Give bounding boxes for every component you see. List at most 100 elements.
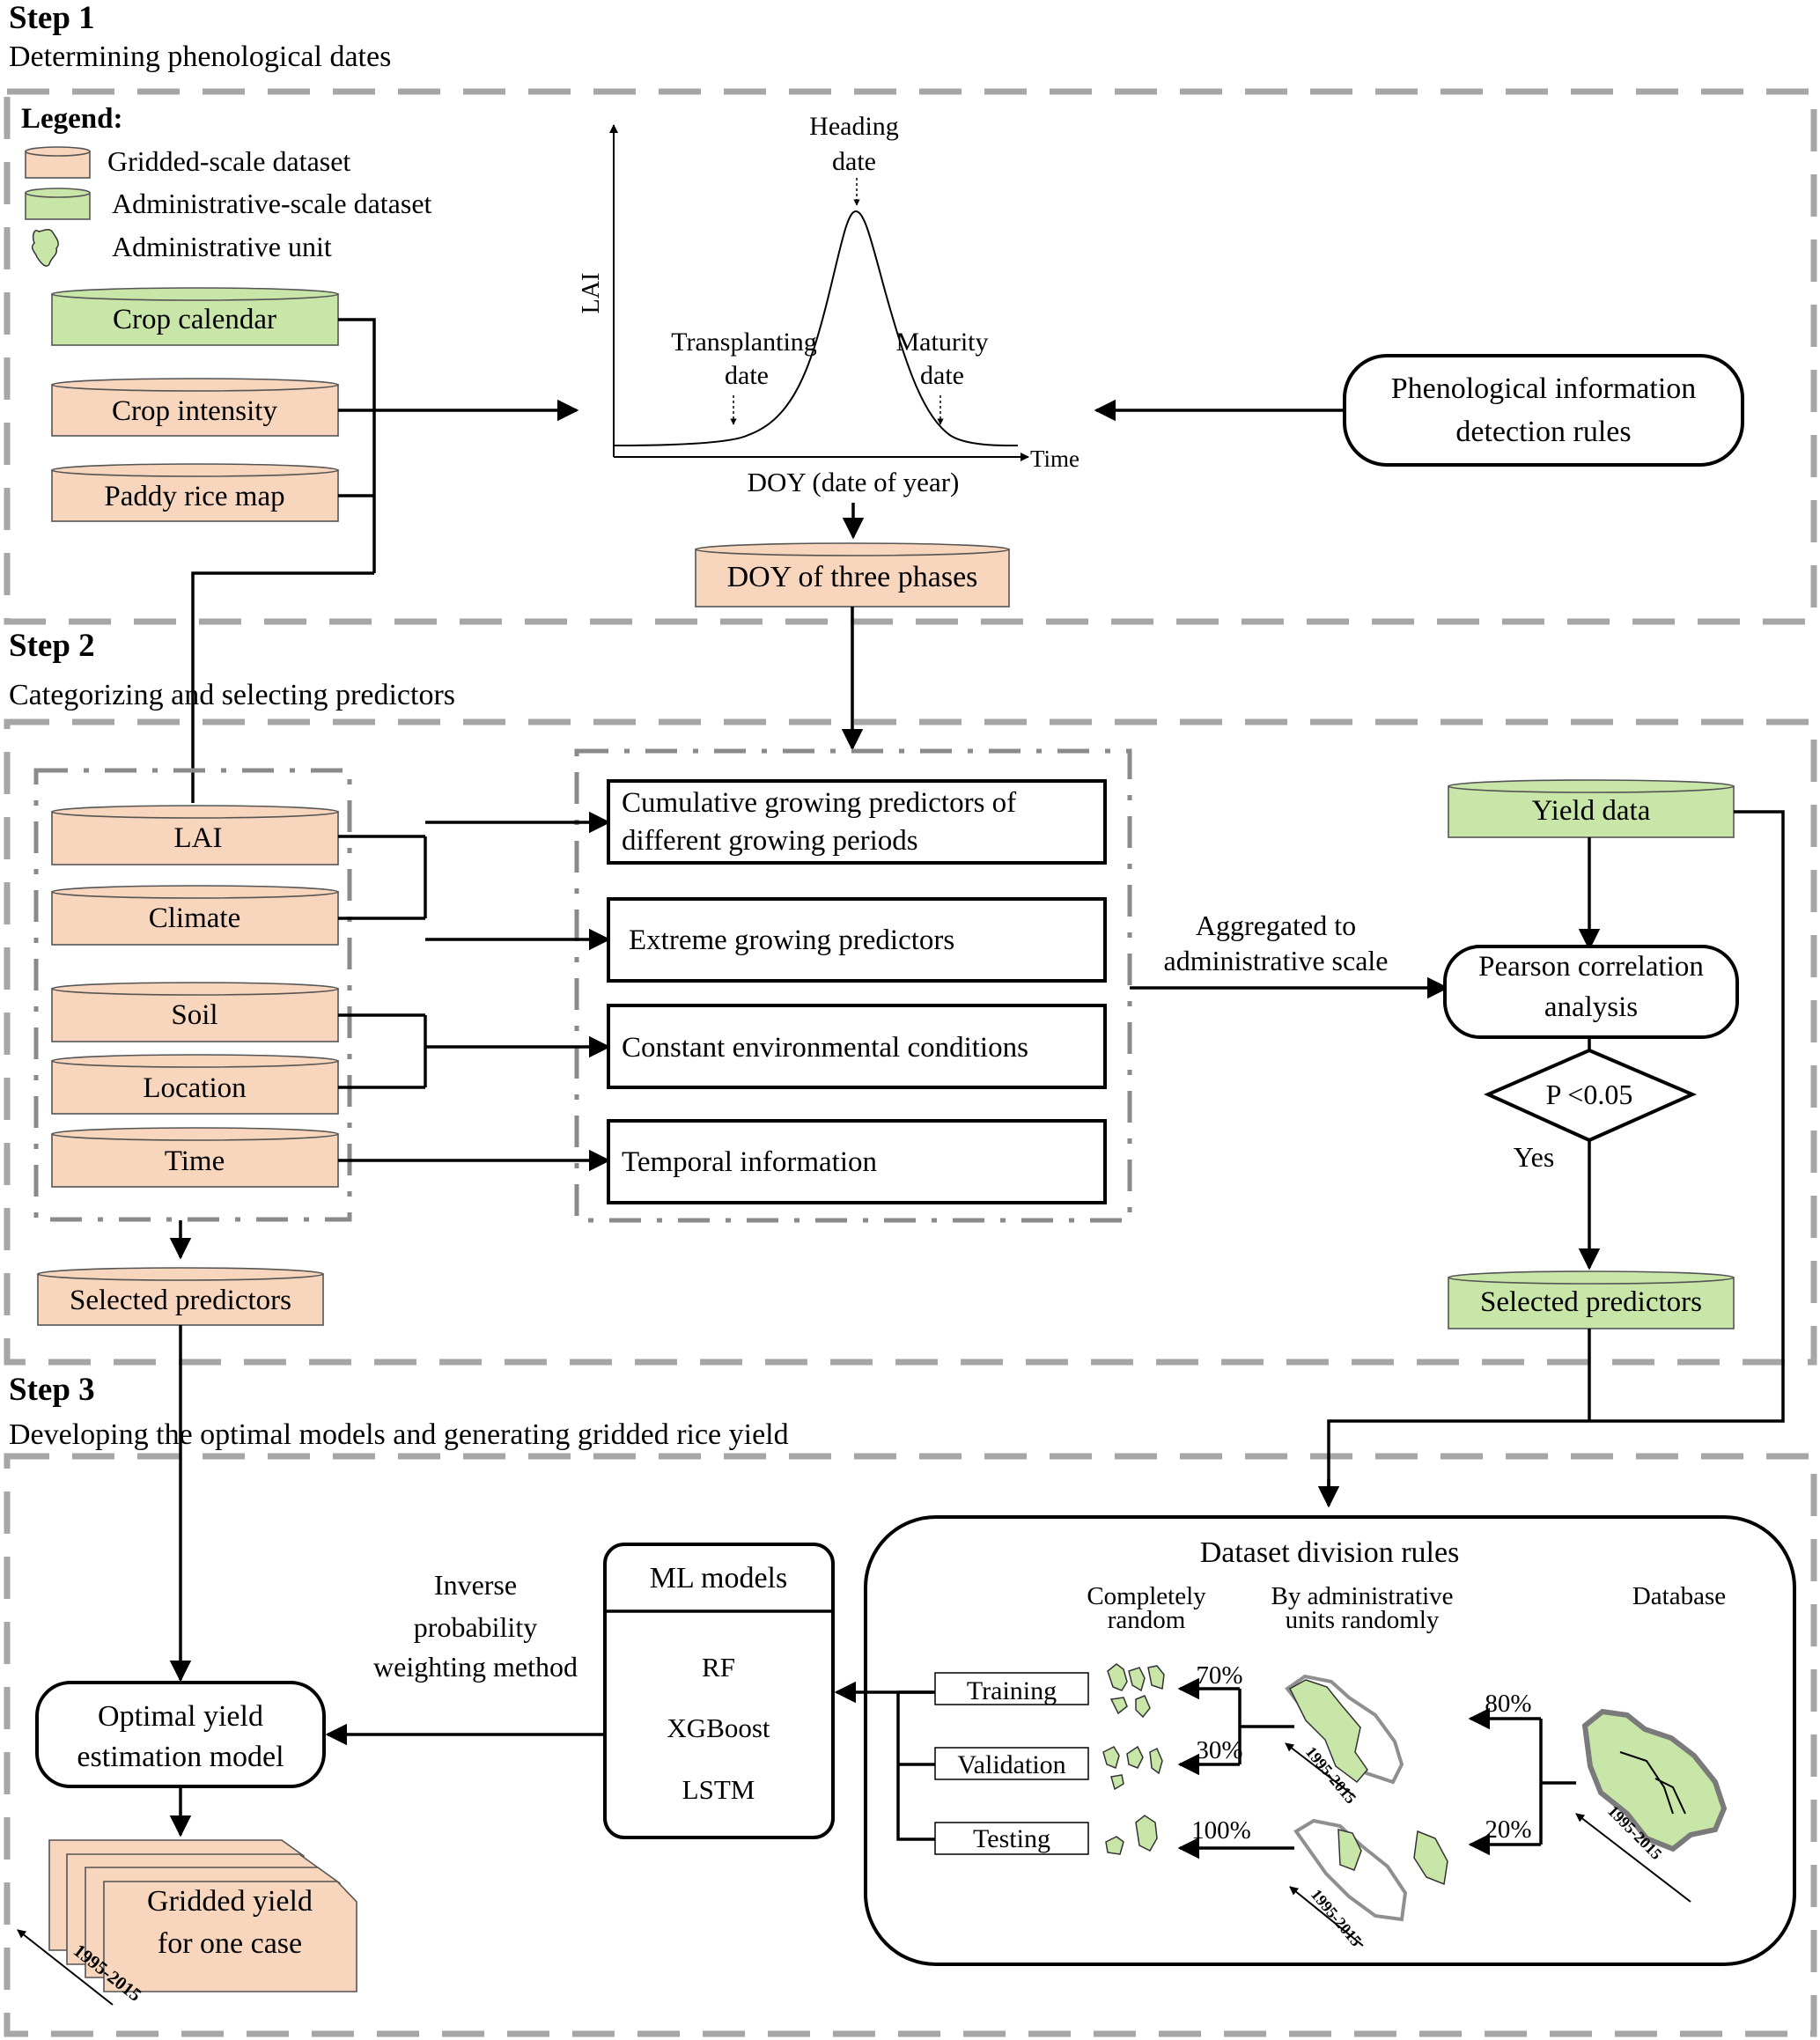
pct-training: 70% [1196,1661,1242,1690]
crop-intensity-dataset: Crop intensity [51,378,339,437]
time-dataset: Time [51,1127,339,1188]
admin-train-time-arrow [1285,1742,1355,1797]
x-axis-end-label: Time [1030,446,1079,472]
soil-dataset: Soil [51,982,339,1042]
connector-lai-climate [338,835,427,920]
legend-gridded-label: Gridded-scale dataset [107,145,350,177]
cumulative-predictors-box [607,779,1107,865]
connector-sets [896,1690,935,1841]
svg-text:Crop intensity: Crop intensity [112,395,277,427]
pct-split-test: 20% [1485,1815,1531,1844]
step3-subtitle: Developing the optimal models and genera… [9,1418,789,1451]
validation-set-box [934,1747,1089,1780]
aggregate-label-line1: Aggregated to [1196,910,1356,941]
paddy-rice-map-dataset: Paddy rice map [51,463,339,522]
random-validation-units [1102,1745,1163,1791]
climate-dataset: Climate [51,885,339,946]
svg-text:Paddy rice map: Paddy rice map [104,481,284,512]
x-axis-label: DOY (date of year) [748,467,960,497]
extreme-label: Extreme growing predictors [629,924,954,956]
gridded-inputs-group [33,768,352,1222]
svg-text:Location: Location [143,1072,246,1104]
administrative-unit-icon [31,229,59,267]
ml-model-lstm: LSTM [682,1774,755,1805]
col-admin-line1: By administrative [1271,1582,1454,1610]
svg-text:Climate: Climate [149,902,240,934]
phenological-rules-box [1343,354,1744,467]
cumulative-line2: different growing periods [622,825,918,857]
transplanting-date-annotation: Transplanting [671,328,817,357]
svg-text:Yield data: Yield data [1532,795,1651,827]
svg-text:LAI: LAI [174,822,223,854]
col-random-line1: Completely [1087,1582,1206,1610]
division-title: Dataset division rules [1200,1536,1460,1569]
admin-testing-map [1293,1818,1448,1922]
ml-models-box [603,1543,835,1839]
y-axis-label: LAI [578,273,605,314]
svg-text:for one case: for one case [158,1927,302,1960]
admin-test-time-arrow [1289,1886,1364,1947]
svg-text:Selected predictors: Selected predictors [70,1285,291,1316]
temporal-information-box [607,1119,1107,1204]
legend-unit-label: Administrative unit [112,231,332,262]
col-database: Database [1632,1582,1726,1610]
svg-text:Crop calendar: Crop calendar [113,304,276,335]
ipw-line1: Inverse [434,1569,517,1601]
optimal-model-line1: Optimal yield [98,1700,263,1733]
connector-soil-location [338,1013,427,1089]
yes-label: Yes [1514,1141,1555,1173]
svg-text:DOY of three phases: DOY of three phases [727,561,978,593]
legend-admin-icon [25,188,91,220]
testing-set-box [934,1822,1089,1855]
connector-calendar [338,318,376,573]
svg-text:Gridded yield: Gridded yield [147,1885,313,1918]
pct-validation: 30% [1196,1736,1242,1764]
selected-predictors-gridded: Selected predictors [37,1267,324,1326]
training-set-box [934,1672,1089,1705]
pearson-line2: analysis [1544,991,1638,1023]
lai-dataset: LAI [51,805,339,865]
lai-curve-chart: LAI Time DOY (date of year) Heading date… [578,112,1079,497]
svg-text:Time: Time [165,1145,225,1177]
pct-split-train: 80% [1485,1690,1531,1718]
training-label: Training [967,1676,1057,1705]
step1-subtitle: Determining phenological dates [9,41,391,73]
extreme-predictors-box [607,897,1107,983]
lai-curve [613,210,1019,447]
heading-date-annotation-line2: date [832,147,876,176]
legend-admin-label: Administrative-scale dataset [112,188,432,219]
ipw-line2: probability [414,1611,537,1643]
step2-frame [4,718,1817,1366]
cumulative-line1: Cumulative growing predictors of [622,787,1016,819]
step1-title: Step 1 [9,0,95,36]
testing-label: Testing [973,1824,1050,1853]
connector-yield-to-division [1327,810,1785,1497]
ml-models-title: ML models [650,1562,787,1594]
maturity-date-annotation: Maturity [896,328,989,357]
step2-title: Step 2 [9,628,95,664]
rules-line2: detection rules [1455,416,1631,448]
rules-line1: Phenological information [1391,372,1697,405]
ml-model-xgboost: XGBoost [667,1712,770,1743]
connector-to-lai [191,571,374,803]
legend-gridded-icon [25,146,91,179]
random-training-units [1107,1663,1165,1719]
constant-conditions-box [607,1004,1107,1089]
svg-text:Selected predictors: Selected predictors [1480,1286,1702,1318]
optimal-model-line2: estimation model [77,1741,284,1773]
time-series-arrow [17,1929,114,2006]
constant-label: Constant environmental conditions [622,1032,1028,1064]
pct-testing: 100% [1191,1816,1251,1845]
svg-text:Soil: Soil [171,999,217,1031]
admin-training-map [1285,1674,1404,1785]
database-time-arrow [1575,1813,1691,1903]
step2-subtitle: Categorizing and selecting predictors [9,679,455,711]
temporal-label: Temporal information [622,1146,877,1178]
aggregate-label-line2: administrative scale [1163,945,1388,976]
col-admin-line2: units randomly [1286,1606,1440,1634]
step3-frame [4,1453,1817,2037]
pearson-analysis-box [1443,945,1739,1039]
heading-date-annotation: Heading [809,112,899,141]
validation-label: Validation [957,1750,1065,1779]
pearson-line1: Pearson correlation [1478,951,1704,983]
